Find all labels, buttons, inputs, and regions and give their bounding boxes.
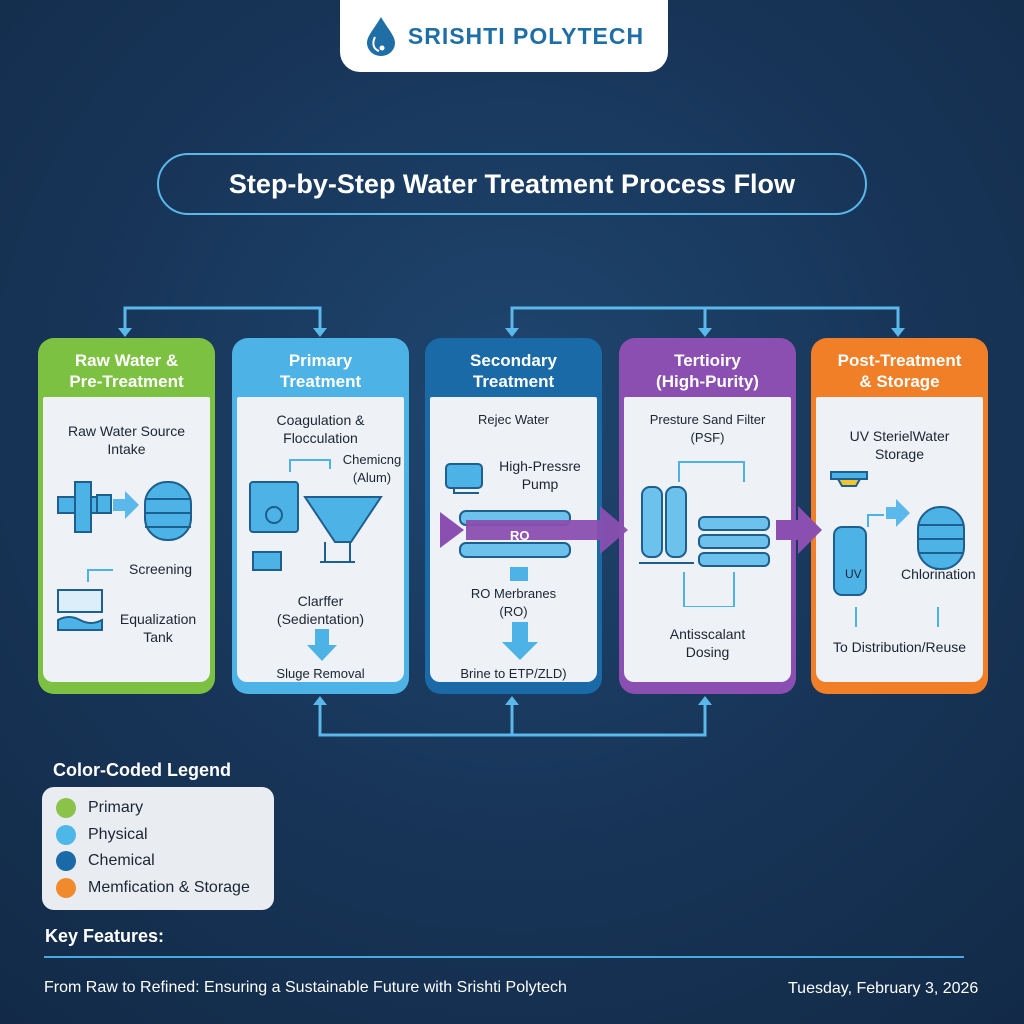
connector-top-1 — [123, 306, 322, 334]
brand-name: SRISHTI POLYTECH — [407, 22, 645, 49]
page-title-text: Step-by-Step Water Treatment Process Flo… — [228, 168, 796, 199]
label-psf: Presture Sand Filter(PSF) — [649, 412, 766, 445]
page-title: Step-by-Step Water Treatment Process Flo… — [157, 153, 867, 215]
clarifier-icon — [249, 459, 383, 571]
legend-title: Color-Coded Legend — [53, 760, 231, 780]
label-reject-water: Rejec Water — [477, 412, 550, 427]
label-chlorination: Chlorination — [901, 566, 976, 582]
sand-filter-icon — [639, 461, 770, 607]
down-arrow-icon — [502, 622, 538, 660]
screen-tank-icon — [57, 569, 113, 631]
uv-storage-icon — [830, 471, 965, 627]
legend: Primary Physical Chemical Memfication & … — [42, 787, 274, 910]
stage-header: Post-Treatment& Storage — [837, 351, 962, 391]
stage-card-raw-water: Raw Water &Pre-Treatment Raw Water Sourc… — [38, 338, 215, 694]
label-chemical-alum: Chemicng(Alum) — [342, 452, 402, 485]
flow-connectors — [118, 306, 905, 737]
stage-header: Tertioiry(High-Purity) — [656, 351, 759, 391]
water-drop-icon — [366, 17, 395, 56]
divider — [44, 956, 964, 958]
stage-header: Raw Water &Pre-Treatment — [69, 351, 184, 391]
footer-tagline: From Raw to Refined: Ensuring a Sustaina… — [44, 979, 567, 996]
label-ro-membranes: RO Merbranes(RO) — [470, 586, 557, 619]
legend-item: Chemical — [56, 848, 260, 875]
label-brine: Brine to ETP/ZLD) — [460, 666, 567, 681]
down-arrow-icon — [307, 629, 337, 661]
legend-item: Memfication & Storage — [56, 875, 260, 902]
pump-icon — [445, 463, 483, 494]
legend-item: Primary — [56, 795, 260, 822]
brand-logo: SRISHTI POLYTECH — [340, 0, 668, 72]
label-distribution: To Distribution/Reuse — [832, 639, 967, 655]
label-clarifier: Clarffer(Sedientation) — [276, 593, 365, 627]
label-screening: Screening — [129, 561, 193, 577]
label-coagulation: Coagulation &Flocculation — [276, 412, 365, 446]
stage-card-tertiary: Tertioiry(High-Purity) Presture Sand Fil… — [619, 338, 796, 694]
pipe-to-tank-icon — [57, 481, 192, 541]
legend-item: Physical — [56, 822, 260, 849]
label-uv: UV — [845, 567, 862, 581]
footer-date: Tuesday, February 3, 2026 — [788, 980, 979, 997]
label-sludge-removal: Sluge Removal — [276, 666, 365, 681]
key-features-heading: Key Features: — [45, 926, 165, 946]
label-ro: RO — [510, 528, 530, 543]
